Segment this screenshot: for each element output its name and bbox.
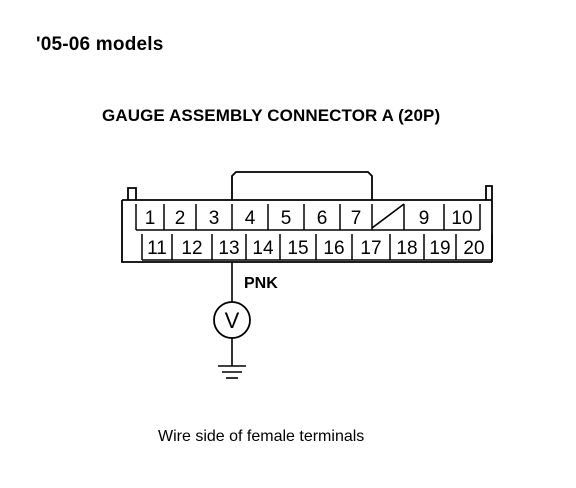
unused-terminal-slash bbox=[371, 203, 405, 229]
terminal-13: 13 bbox=[218, 238, 239, 259]
terminal-19: 19 bbox=[429, 238, 450, 259]
terminal-4: 4 bbox=[245, 208, 256, 229]
terminal-17: 17 bbox=[360, 238, 381, 259]
diagram-caption: Wire side of female terminals bbox=[158, 428, 365, 445]
terminal-1: 1 bbox=[145, 208, 156, 229]
terminal-3: 3 bbox=[209, 208, 220, 229]
terminal-5: 5 bbox=[281, 208, 292, 229]
terminal-2: 2 bbox=[175, 208, 186, 229]
terminal-15: 15 bbox=[287, 238, 308, 259]
connector-housing bbox=[121, 171, 493, 263]
terminal-16: 16 bbox=[323, 238, 344, 259]
terminal-12: 12 bbox=[181, 238, 202, 259]
terminal-9: 9 bbox=[419, 208, 430, 229]
voltmeter-icon: V bbox=[213, 301, 251, 339]
voltmeter-symbol: V bbox=[225, 308, 240, 333]
terminal-18: 18 bbox=[396, 238, 417, 259]
terminal-10: 10 bbox=[451, 208, 472, 229]
terminal-20: 20 bbox=[463, 238, 484, 259]
terminal-6: 6 bbox=[317, 208, 328, 229]
connector-title: GAUGE ASSEMBLY CONNECTOR A (20P) bbox=[102, 106, 441, 125]
ground-icon bbox=[218, 365, 246, 379]
models-title: '05-06 models bbox=[36, 34, 164, 55]
terminal-11: 11 bbox=[147, 238, 167, 259]
terminal-7: 7 bbox=[351, 208, 362, 229]
terminal-14: 14 bbox=[252, 238, 274, 259]
bottom-terminal-row: 11 12 13 14 15 16 17 18 19 20 bbox=[141, 234, 493, 261]
wire-color-label: PNK bbox=[244, 275, 278, 292]
